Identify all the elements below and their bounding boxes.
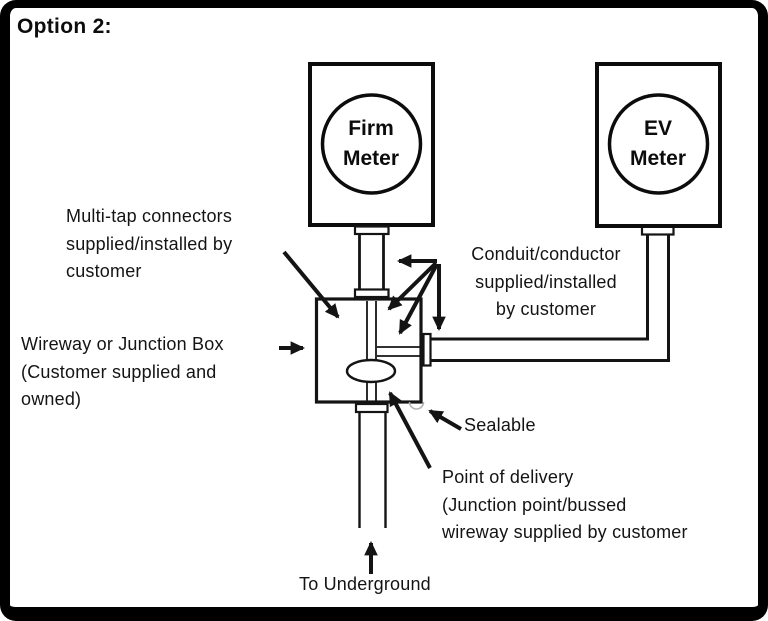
conduit-arrow-diagonal-lower xyxy=(398,263,439,335)
callout-arrows xyxy=(279,250,463,574)
junction-box-conductors xyxy=(366,301,427,401)
underground-conduit xyxy=(358,412,387,528)
ev-meter-label: EV Meter xyxy=(608,94,708,194)
conduit-label-line1: Conduit/conductor xyxy=(471,244,621,264)
multitap-label-line1: Multi-tap connectors xyxy=(66,206,233,226)
firm-meter-enclosure xyxy=(308,62,435,227)
wireway-label-line2: (Customer supplied and xyxy=(21,361,217,382)
pod-label-line2: (Junction point/bussed xyxy=(442,494,627,515)
page-title: Option 2: xyxy=(17,15,112,38)
firm-meter-label: Firm Meter xyxy=(321,94,421,194)
firm-meter-conduit xyxy=(353,225,390,299)
to-underground-label: To Underground xyxy=(299,571,431,599)
ev-meter-window xyxy=(607,93,710,195)
conduit-conductor-label: Conduit/conductor supplied/installed by … xyxy=(448,241,644,324)
pod-label-line3: wireway supplied by customer xyxy=(442,522,688,542)
firm-meter-label-text: Firm Meter xyxy=(342,117,400,170)
ev-conduit-inner-wall xyxy=(430,233,649,341)
multitap-arrow xyxy=(282,250,340,319)
conduit-label-line3: by customer xyxy=(495,299,597,319)
firm-conduit-bottom-coupling xyxy=(353,288,390,299)
ev-conduit-outer-wall xyxy=(430,233,670,362)
wireway-label: Wireway or Junction Box (Customer suppli… xyxy=(21,331,224,414)
sealable-label: Sealable xyxy=(464,412,536,440)
sealable-arrow xyxy=(428,409,463,431)
multitap-label: Multi-tap connectors supplied/installed … xyxy=(66,203,232,286)
point-of-delivery-arrow xyxy=(388,391,432,469)
ev-meter-label-text: EV Meter xyxy=(629,117,687,170)
wireway-label-line1: Wireway or Junction Box xyxy=(21,334,224,354)
firm-conduit-top-coupling xyxy=(353,225,390,236)
firm-meter-window xyxy=(320,93,423,195)
conduit-label-line2: supplied/installed xyxy=(475,271,617,292)
point-of-delivery-label: Point of delivery (Junction point/bussed… xyxy=(442,464,688,547)
sealable-ring xyxy=(408,401,425,410)
ev-meter-enclosure xyxy=(595,62,722,228)
firm-conduit-tube xyxy=(358,228,385,294)
pod-label-line1: Point of delivery xyxy=(442,467,574,487)
multitap-label-line3: customer xyxy=(66,261,142,281)
conduit-arrow-diagonal-upper xyxy=(387,261,438,311)
underground-conduit-coupling xyxy=(354,402,389,414)
junction-box-right-flange xyxy=(422,332,432,367)
bussed-wireway-oval xyxy=(345,358,397,384)
sealable-label-text: Sealable xyxy=(464,415,536,435)
wireway-label-line3: owned) xyxy=(21,389,82,409)
ev-meter-conduit xyxy=(430,233,670,362)
multitap-label-line2: supplied/installed by xyxy=(66,233,233,254)
to-underground-label-text: To Underground xyxy=(299,574,431,594)
junction-box xyxy=(314,297,423,404)
